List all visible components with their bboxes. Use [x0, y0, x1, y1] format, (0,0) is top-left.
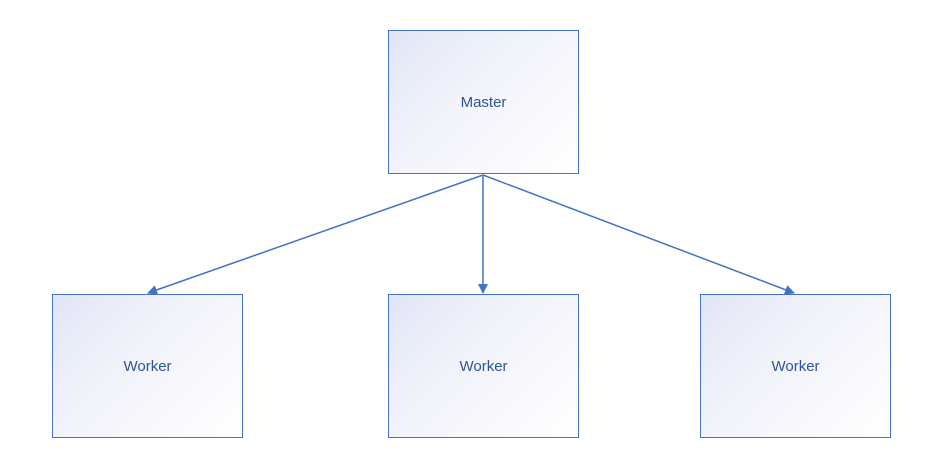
- master-label: Master: [460, 93, 507, 111]
- worker-label-2: Worker: [459, 357, 508, 375]
- worker-node-2[interactable]: Worker: [388, 294, 579, 438]
- master-node[interactable]: Master: [388, 30, 579, 174]
- worker-label-3: Worker: [771, 357, 820, 375]
- worker-node-3[interactable]: Worker: [700, 294, 891, 438]
- worker-node-1[interactable]: Worker: [52, 294, 243, 438]
- arrow-master-to-worker-1: [147, 174, 484, 295]
- arrow-master-to-worker-3: [482, 174, 795, 295]
- worker-label-1: Worker: [123, 357, 172, 375]
